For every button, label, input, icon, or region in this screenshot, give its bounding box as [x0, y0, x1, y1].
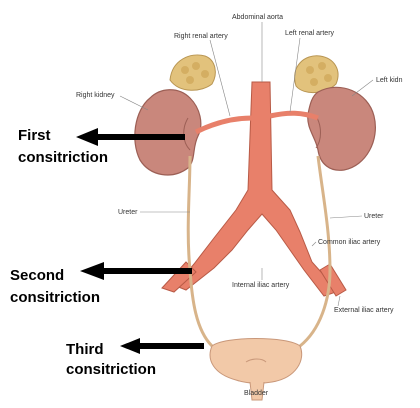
right-kidney-label: Right kidney: [76, 92, 115, 99]
left-renal-artery: [270, 113, 318, 118]
third-constriction-line2: consitriction: [66, 362, 156, 377]
external-iliac-artery-label: External iliac artery: [334, 307, 394, 314]
right-adrenal-gland: [170, 55, 215, 90]
left-renal-artery-label: Left renal artery: [285, 30, 334, 37]
common-iliac-artery-label: Common iliac artery: [318, 239, 380, 246]
third-constriction-line1: Third: [66, 342, 104, 357]
abdominal-aorta-label: Abdominal aorta: [232, 14, 283, 21]
right-renal-artery-label: Right renal artery: [174, 33, 228, 40]
first-constriction-line1: First: [18, 128, 51, 143]
ureter-left-label: Ureter: [118, 209, 137, 216]
ureter-right-label: Ureter: [364, 213, 383, 220]
second-constriction-line2: consitriction: [10, 290, 100, 305]
left-kidney-label: Left kidn: [376, 77, 402, 84]
third-constriction-arrow: [120, 338, 204, 354]
second-constriction-line1: Second: [10, 268, 64, 283]
first-constriction-line2: consitriction: [18, 150, 108, 165]
internal-iliac-artery-label: Internal iliac artery: [232, 282, 289, 289]
bladder-label: Bladder: [244, 390, 268, 397]
right-renal-artery: [196, 118, 252, 132]
